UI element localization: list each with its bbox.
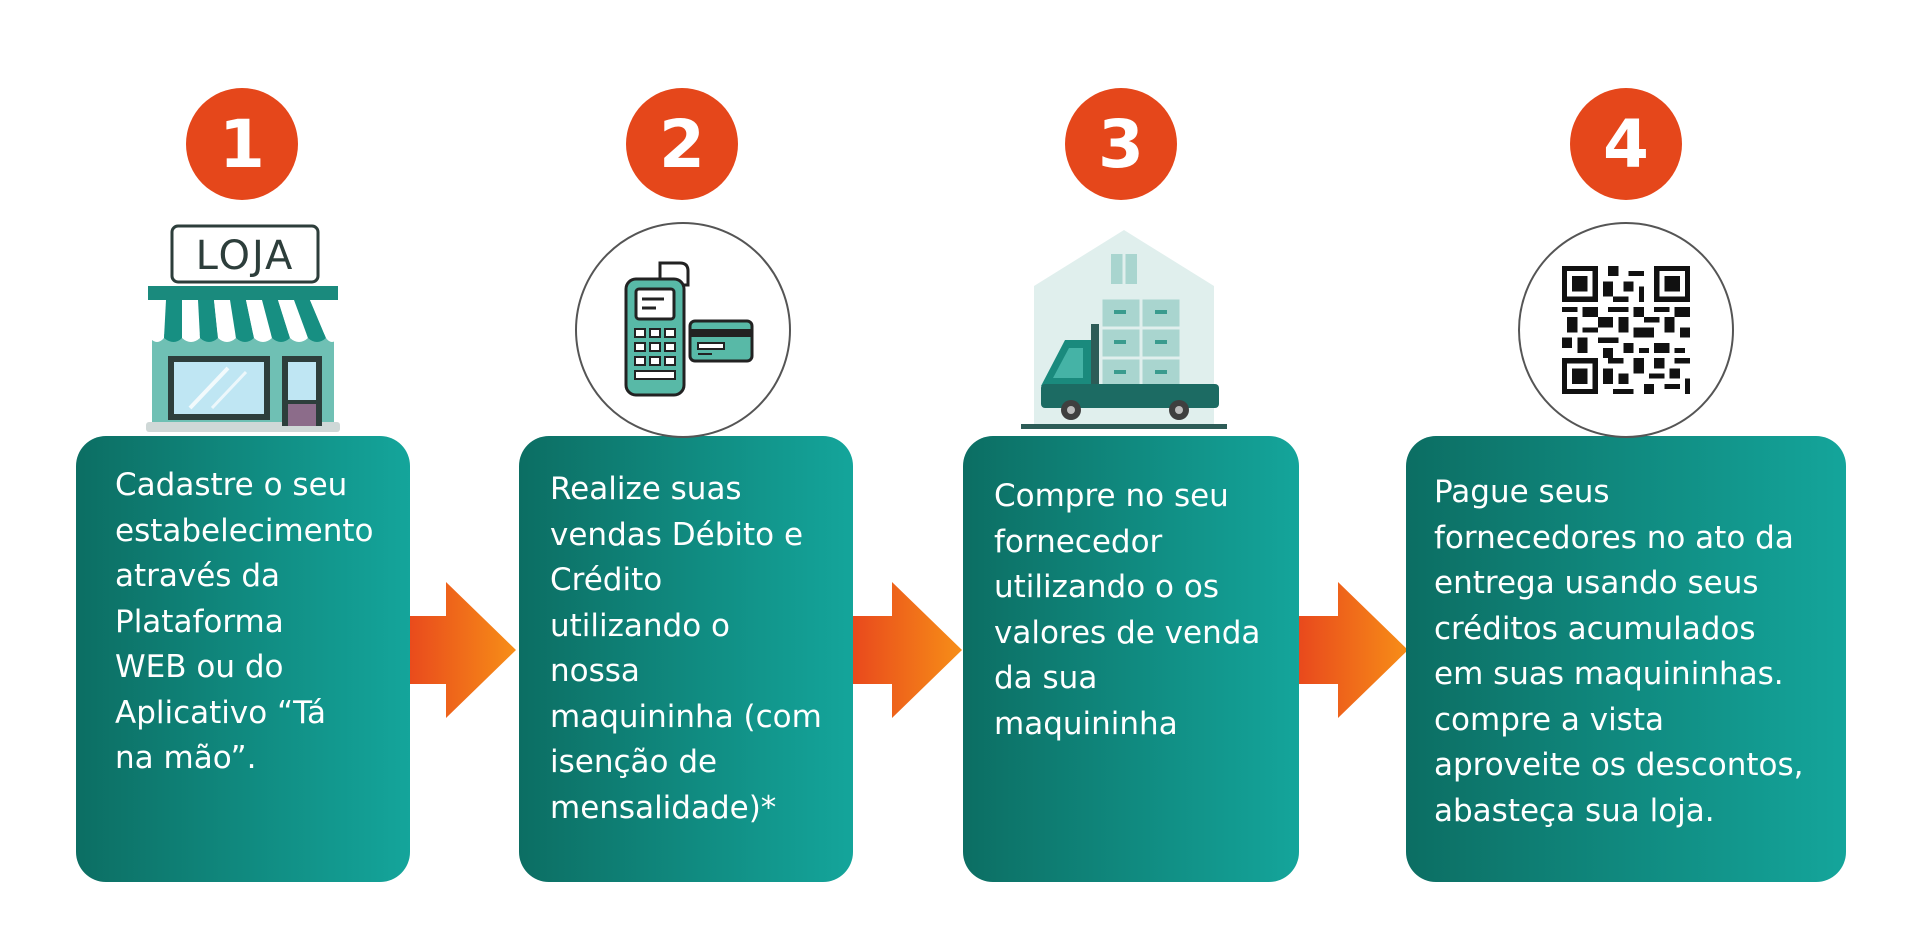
arrow-step-1-to-2 [402, 582, 516, 718]
card-machine-frame [575, 222, 791, 438]
step-2-number-badge: 2 [626, 88, 738, 200]
arrow-step-3-to-4 [1294, 582, 1408, 718]
step-3-card: Compre no seu fornecedor utilizando o os… [963, 436, 1299, 882]
store-icon: LOJA [146, 224, 340, 432]
step-4-description: Pague seus fornecedores no ato da entreg… [1434, 474, 1804, 829]
delivery-truck-icon [1021, 230, 1227, 429]
arrow-step-2-to-3 [848, 582, 962, 718]
step-3-description: Compre no seu fornecedor utilizando o os… [994, 478, 1261, 742]
store-sign-label: LOJA [196, 233, 295, 279]
qr-code-frame [1518, 222, 1734, 438]
step-4-number-badge: 4 [1570, 88, 1682, 200]
step-4-card: Pague seus fornecedores no ato da entreg… [1406, 436, 1846, 882]
card-machine-icon [624, 261, 754, 397]
step-1-number-badge: 1 [186, 88, 298, 200]
qr-code-icon [1562, 266, 1690, 394]
step-1-card: Cadastre o seu estabelecimento através d… [76, 436, 410, 882]
step-3-number-badge: 3 [1065, 88, 1177, 200]
step-2-description: Realize suas vendas Débito e Crédito uti… [550, 471, 822, 826]
step-2-card: Realize suas vendas Débito e Crédito uti… [519, 436, 853, 882]
step-1-description: Cadastre o seu estabelecimento através d… [115, 467, 374, 776]
